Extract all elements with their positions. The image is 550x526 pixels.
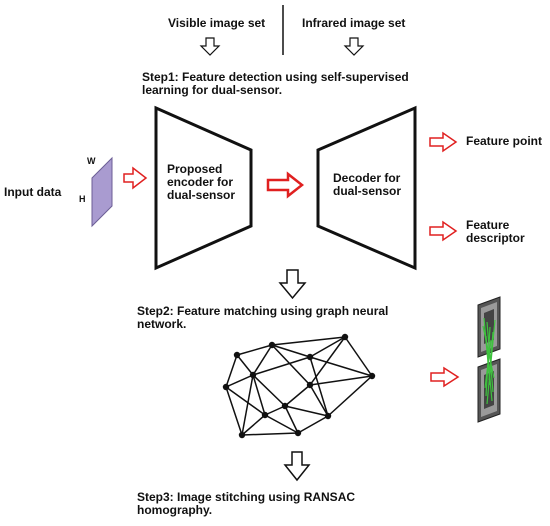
matching-result-image [477, 296, 501, 423]
width-label: W [87, 156, 96, 166]
visible-set-down-arrow [199, 37, 221, 56]
decoder-label: Decoder for dual-sensor [333, 171, 402, 198]
input-data-label: Input data [4, 185, 62, 199]
encoder-label: Proposed encoder for dual-sensor [167, 162, 236, 202]
step3-title: Step3: Image stitching using RANSAC homo… [137, 490, 356, 517]
input-data-plate [91, 156, 113, 228]
step2-to-step3-down-arrow [283, 451, 311, 482]
red-arrow-encoder-to-decoder [266, 171, 305, 199]
step1-to-step2-down-arrow [278, 269, 307, 300]
height-label: H [79, 194, 86, 204]
infrared-set-down-arrow [343, 37, 365, 56]
feature-descriptor-label: Feature descriptor [466, 218, 525, 245]
red-arrow-to-matching-result [430, 366, 460, 388]
visible-set-label: Visible image set [168, 16, 266, 30]
decoder-block [316, 105, 417, 271]
red-arrow-to-feature-point [429, 131, 458, 153]
red-arrow-to-feature-descriptor [429, 220, 458, 242]
graph-nodes [222, 333, 376, 439]
graph-network [225, 336, 373, 436]
step2-title: Step2: Feature matching using graph neur… [137, 304, 389, 331]
feature-point-label: Feature point [466, 134, 543, 148]
infrared-set-label: Infrared image set [302, 16, 406, 30]
red-arrow-input-to-encoder [123, 166, 148, 190]
step1-title: Step1: Feature detection using self-supe… [142, 70, 409, 97]
encoder-block [154, 105, 253, 271]
